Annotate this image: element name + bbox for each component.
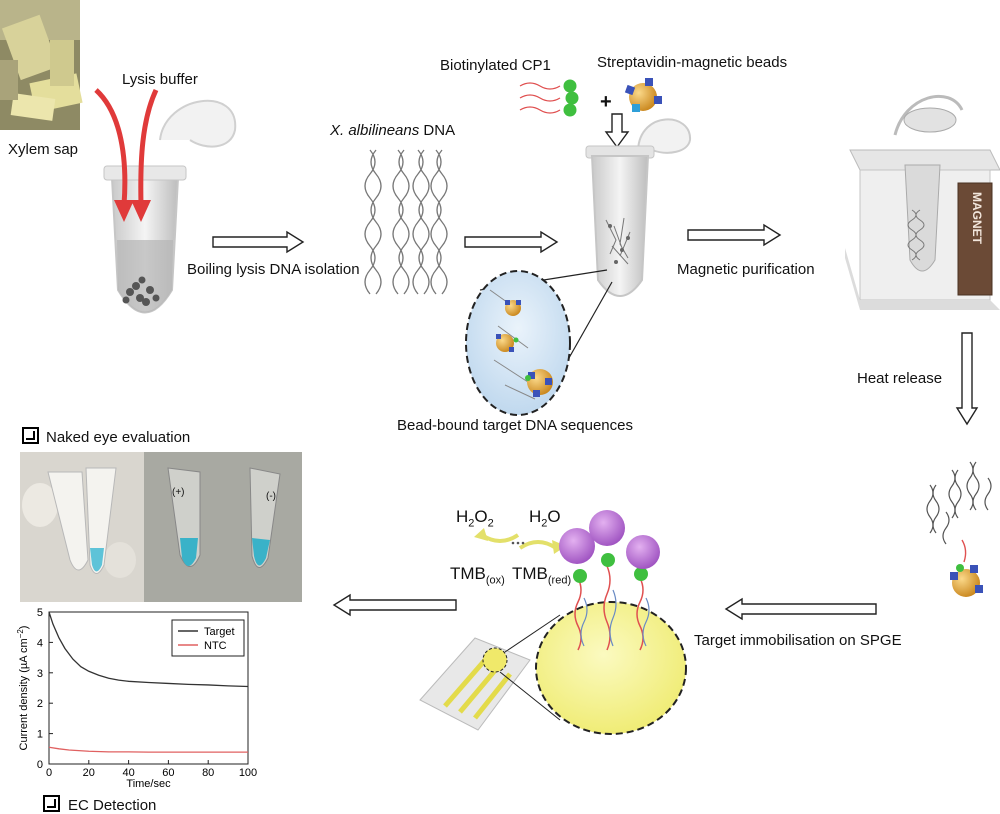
lysis-arrows	[94, 88, 159, 206]
label-naked-eye: Naked eye evaluation	[46, 429, 191, 446]
zoom-line	[499, 671, 561, 721]
label-xylem-sap: Xylem sap	[8, 141, 79, 158]
x-tick-label: 40	[122, 767, 134, 779]
label-heat-release: Heat release	[857, 370, 943, 387]
label-tmb-ox: TMB(ox)	[450, 565, 505, 586]
dna-species: X. albilineans	[330, 122, 420, 139]
tmb-red-main: TMB	[512, 564, 548, 583]
legend-label: Target	[204, 626, 235, 638]
plus-sign: +	[600, 91, 612, 113]
magnet-stand	[845, 94, 1000, 310]
h2o2-o: O	[474, 507, 488, 526]
y-tick-label: 3	[37, 668, 43, 680]
redox-arrows	[480, 533, 558, 550]
arrow-head	[131, 200, 151, 222]
spge-electrode	[419, 637, 531, 731]
dna-strands	[364, 149, 448, 295]
label-target-immobilisation: Target immobilisation on SPGE	[694, 632, 902, 649]
flow-arrows	[212, 113, 979, 621]
electrode-surface	[535, 601, 687, 735]
y-tick-label: 2	[37, 698, 43, 710]
series-line-target	[48, 611, 249, 688]
tube-mark-1: (+)	[172, 487, 185, 498]
y-axis-label: Current density (µA cm−2)	[16, 626, 30, 751]
checkbox-icon	[43, 795, 60, 812]
label-dna: X. albilineans DNA	[330, 123, 455, 138]
x-tick-label: 80	[202, 767, 214, 779]
h2o-sub: 2	[541, 517, 548, 530]
label-streptavidin-beads: Streptavidin-magnetic beads	[597, 54, 788, 71]
tmb-ox-sub: (ox)	[485, 574, 505, 587]
x-axis-label: Time/sec	[126, 778, 171, 790]
label-tmb-red: TMB(red)	[512, 565, 571, 586]
x-tick-label: 60	[162, 767, 174, 779]
label-magnetic-purification: Magnetic purification	[677, 261, 815, 278]
arrow-head	[474, 528, 488, 541]
zoom-line	[564, 281, 613, 366]
biotinylated-cp1	[519, 79, 579, 117]
y-tick-label: 4	[37, 637, 43, 649]
x-tick-label: 100	[239, 767, 257, 779]
arrow-head	[114, 200, 134, 222]
label-biotinylated-cp1: Biotinylated CP1	[440, 57, 551, 74]
checkbox-icon	[22, 427, 39, 444]
tmb-ox-main: TMB	[450, 564, 486, 583]
label-boiling-lysis: Boiling lysis DNA isolation	[187, 261, 360, 278]
zoom-line	[504, 614, 561, 653]
label-lysis-buffer: Lysis buffer	[122, 71, 198, 88]
label-h2o2: H2O2	[456, 508, 494, 529]
released-dna	[926, 461, 992, 545]
naked-eye-photo-right	[144, 452, 302, 602]
h2o2-sub2: 2	[487, 517, 494, 530]
legend-box	[171, 619, 245, 657]
dna-suffix: DNA	[419, 122, 456, 139]
y-tick-label: 0	[37, 759, 43, 771]
tmb-red-sub: (red)	[547, 574, 572, 587]
y-tick-label: 1	[37, 729, 43, 741]
y-tick-label: 5	[37, 607, 43, 619]
arrow-head	[552, 540, 566, 554]
label-bead-bound: Bead-bound target DNA sequences	[397, 417, 633, 434]
x-tick-label: 0	[46, 767, 52, 779]
h2o2-sub1: 2	[468, 517, 475, 530]
streptavidin-bead	[624, 78, 662, 112]
label-h2o: H2O	[529, 508, 561, 529]
capture-tube	[585, 118, 692, 297]
label-magnet: MAGNET	[970, 192, 984, 244]
series-line-ntc	[48, 746, 248, 753]
probes	[559, 510, 660, 651]
legend-label: NTC	[204, 640, 227, 652]
h2o-o: O	[547, 507, 561, 526]
xylem-sap-photo	[0, 0, 83, 130]
bead-inset	[465, 270, 571, 416]
tube-mark-2: (-)	[266, 491, 276, 502]
x-tick-label: 20	[83, 767, 95, 779]
naked-eye-photo-left	[20, 452, 144, 602]
h2o2-h: H	[456, 507, 469, 526]
released-bead	[950, 539, 983, 597]
h2o-h: H	[529, 507, 542, 526]
label-ec-detection: EC Detection	[68, 797, 157, 814]
